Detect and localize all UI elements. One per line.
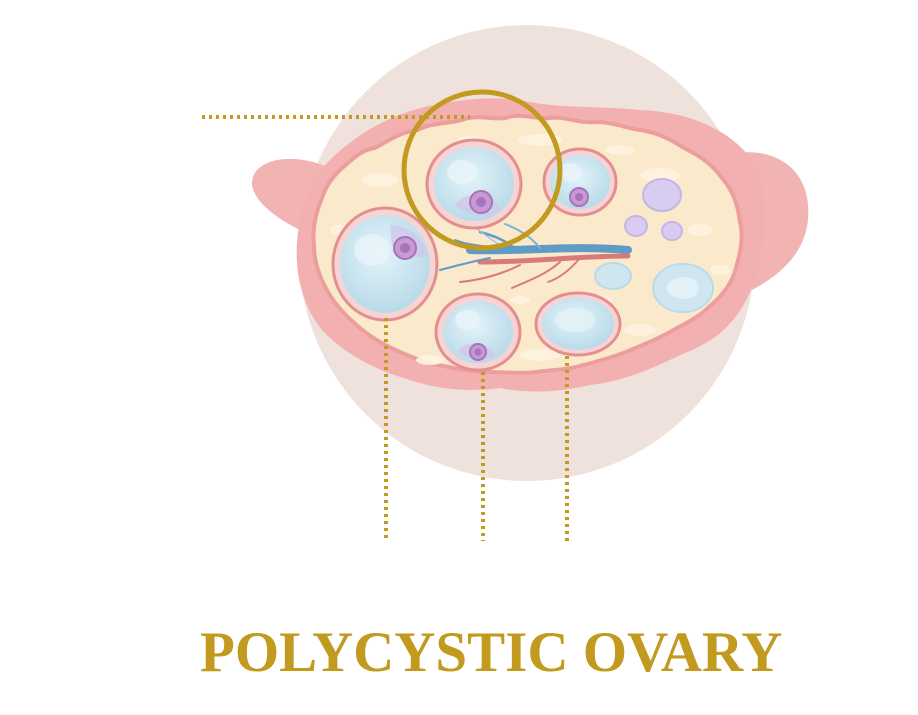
cyst-top-highlighted	[425, 138, 523, 230]
highlight-ring	[401, 89, 563, 251]
blood-vessels	[439, 221, 632, 289]
diagram-title: POLYCYSTIC OVARY	[200, 621, 783, 684]
cyst-bottom-middle	[434, 292, 522, 372]
cyst-top-right	[542, 147, 618, 217]
small-follicles	[624, 178, 683, 241]
cyst-large-left	[331, 206, 439, 322]
cyst-small-right	[594, 262, 632, 290]
cyst-bottom-right	[534, 291, 622, 357]
ovary-stroma	[311, 113, 744, 375]
cyst-right	[652, 263, 714, 313]
leader-lines	[202, 115, 569, 541]
